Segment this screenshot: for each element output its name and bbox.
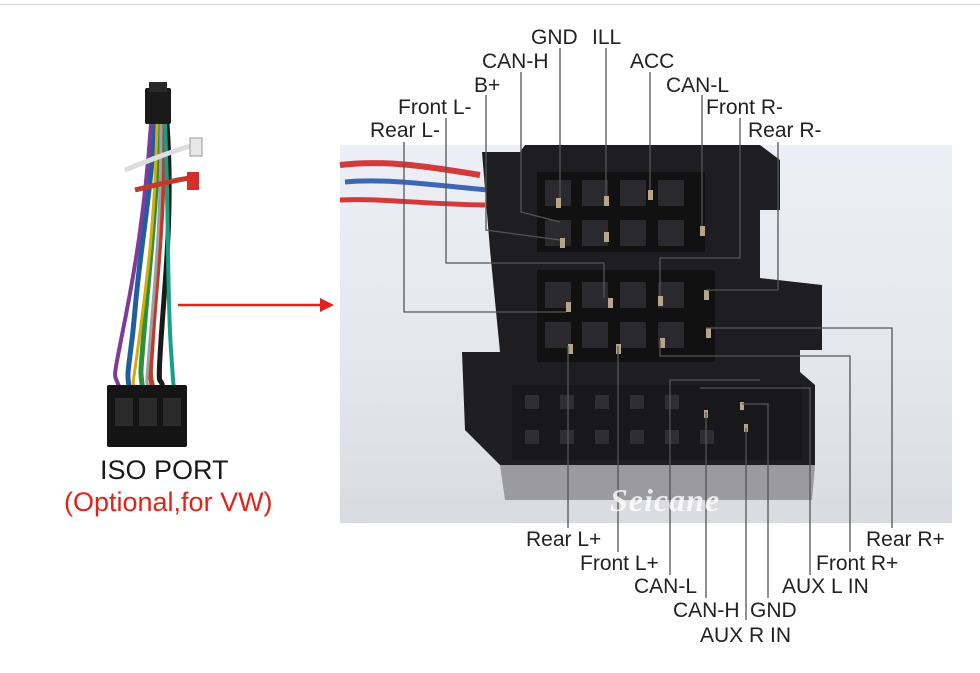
watermark: Seicane <box>610 482 721 518</box>
label-rear-r-plus: Rear R+ <box>866 528 945 551</box>
label-can-l: CAN-L <box>666 74 730 97</box>
iso-port-subtitle: (Optional,for VW) <box>64 487 273 517</box>
leader-rear-r-plus <box>706 327 893 528</box>
label-can-h: CAN-H <box>482 50 549 73</box>
leader-rear-l-minus <box>403 142 566 313</box>
label-can-l-bottom: CAN-L <box>634 575 698 598</box>
label-gnd: GND <box>531 26 578 49</box>
top-divider <box>0 4 980 5</box>
label-front-l-plus: Front L+ <box>580 552 659 575</box>
label-ill: ILL <box>592 26 622 49</box>
leader-front-r-plus <box>659 340 851 552</box>
leader-rear-r-minus <box>706 142 779 291</box>
label-rear-l-plus: Rear L+ <box>526 528 602 551</box>
leader-gnd-bottom <box>742 403 769 598</box>
label-b-plus: B+ <box>474 74 501 97</box>
label-rear-r-minus: Rear R- <box>748 119 822 142</box>
label-rear-l-minus: Rear L- <box>370 119 441 142</box>
leader-aux-l-in <box>700 387 811 575</box>
label-acc: ACC <box>630 50 675 73</box>
leader-can-l-bottom <box>669 379 760 575</box>
leader-front-r-minus <box>659 118 741 296</box>
label-front-r-minus: Front R- <box>706 96 784 119</box>
leader-front-l-minus <box>445 118 605 298</box>
leader-b-plus <box>485 95 561 241</box>
label-front-r-plus: Front R+ <box>816 552 899 575</box>
label-can-h-bottom: CAN-H <box>673 599 740 622</box>
iso-port-title: ISO PORT <box>100 455 229 485</box>
label-gnd-bottom: GND <box>750 599 797 622</box>
label-front-l-minus: Front L- <box>398 96 472 119</box>
wiring-harness-image <box>107 82 203 447</box>
leader-can-h-top <box>520 72 561 223</box>
label-aux-r-in: AUX R IN <box>700 624 792 647</box>
label-aux-l-in: AUX L IN <box>782 575 869 598</box>
